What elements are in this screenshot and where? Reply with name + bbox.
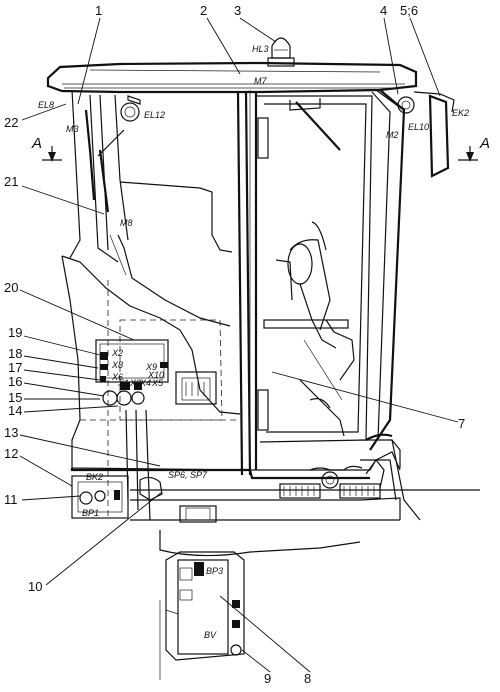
component-tags: HL3 M7 EL8 M3 EL12 EL10 M2 EK2 M8 X2 X8 … — [38, 44, 469, 640]
tag-x3: X3 — [129, 378, 141, 388]
tag-m3: M3 — [66, 124, 79, 134]
callout-9: 9 — [264, 671, 271, 686]
callout-15: 15 — [8, 390, 22, 405]
callout-21: 21 — [4, 174, 18, 189]
tag-bp3: BP3 — [206, 566, 223, 576]
callout-13: 13 — [4, 425, 18, 440]
callout-17: 17 — [8, 360, 22, 375]
tag-bp1: BP1 — [82, 508, 99, 518]
callout-10: 10 — [28, 579, 42, 594]
cab-door — [257, 98, 349, 431]
tag-hl3: HL3 — [252, 44, 269, 54]
side-mirror — [413, 91, 455, 178]
tag-m8: M8 — [120, 218, 133, 228]
tag-m2: M2 — [386, 130, 399, 140]
cab-floor-frame — [70, 433, 480, 557]
tag-x8: X8 — [111, 360, 123, 370]
cab-center-pillar — [236, 90, 373, 476]
callout-5-6: 5;6 — [400, 3, 418, 18]
tag-x1: X1 — [117, 378, 129, 388]
section-arrow-left — [42, 146, 62, 162]
callout-16: 16 — [8, 374, 22, 389]
section-label-right: A — [479, 135, 490, 152]
tag-el8: EL8 — [38, 100, 54, 110]
section-label-left: A — [31, 135, 42, 152]
callout-18: 18 — [8, 346, 22, 361]
callout-3: 3 — [234, 3, 241, 18]
tag-el12: EL12 — [144, 110, 165, 120]
callout-labels: 1 2 3 4 5;6 22 21 20 19 18 17 16 15 14 1… — [4, 3, 465, 686]
section-arrow-right — [458, 146, 478, 162]
cab-left-body — [69, 89, 233, 327]
hoses — [125, 409, 151, 521]
callout-4: 4 — [380, 3, 387, 18]
valve-assembly — [159, 551, 245, 680]
callout-11: 11 — [4, 492, 18, 507]
steering-and-seat — [275, 221, 355, 437]
tag-x2: X2 — [111, 348, 123, 358]
callout-12: 12 — [4, 446, 18, 461]
beacon-lamp — [267, 37, 295, 67]
tag-el10: EL10 — [408, 122, 429, 132]
tag-x5: X5 — [151, 378, 164, 388]
callout-leaders — [19, 17, 459, 673]
tag-sp6-sp7: SP6, SP7 — [168, 470, 208, 480]
callout-14: 14 — [8, 403, 22, 418]
tag-x9: X9 — [145, 362, 157, 372]
callout-19: 19 — [8, 325, 22, 340]
tag-x6: X6 — [111, 372, 123, 382]
tag-ek2: EK2 — [452, 108, 469, 118]
callout-7: 7 — [458, 416, 465, 431]
callout-20: 20 — [4, 280, 18, 295]
tag-bk2: BK2 — [86, 472, 103, 482]
tag-bv: BV — [204, 630, 217, 640]
tag-x4: X4 — [139, 378, 151, 388]
callout-22: 22 — [4, 115, 18, 130]
cab-right-wall — [369, 89, 415, 451]
callout-2: 2 — [200, 3, 207, 18]
callout-1: 1 — [95, 3, 102, 18]
tag-m7: M7 — [254, 76, 267, 86]
callout-8: 8 — [304, 671, 311, 686]
cab-roof — [46, 61, 418, 94]
tag-x10: X10 — [147, 370, 164, 380]
